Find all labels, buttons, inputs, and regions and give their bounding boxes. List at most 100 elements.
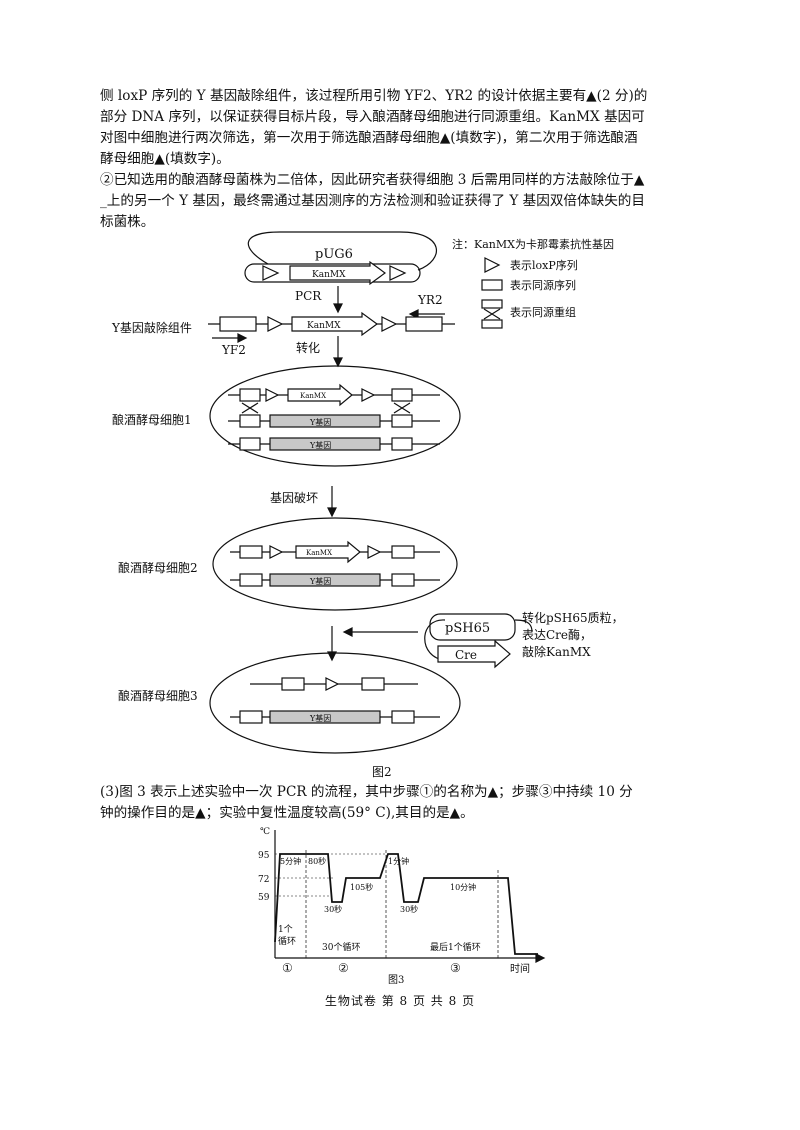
y-gene-box: [269, 710, 381, 724]
arrowhead-icon: [342, 627, 353, 637]
y-tick-95: 95: [258, 851, 270, 861]
homolog-box: [481, 299, 503, 309]
y-tick-59: 59: [258, 893, 270, 903]
y-gene-label: Y基因: [309, 417, 331, 427]
recombination-icon: [483, 308, 501, 320]
label-last-cycle: 最后1个循环: [430, 941, 481, 953]
loxp-icon: [381, 316, 398, 332]
text-line: _上的另一个 Y 基因，最终需通过基因测序的方法检测和验证获得了 Y 基因双倍体…: [100, 193, 645, 209]
plasmid-label: pUG6: [315, 247, 353, 262]
text-line: 酵母细胞▲(填数字)。: [100, 151, 230, 167]
cell-1-label: 酿酒酵母细胞1: [112, 412, 192, 427]
homolog-box: [391, 573, 415, 587]
legend-recomb: 表示同源重组: [510, 305, 576, 319]
label-80s: 80秒: [308, 856, 326, 866]
kanmx-arrow: [287, 383, 353, 407]
cre-arrow: [437, 639, 511, 669]
kanmx-label: KanMX: [307, 321, 341, 331]
step-note-1: 转化pSH65质粒，: [522, 610, 624, 625]
label-five-min: 5分钟: [280, 856, 301, 866]
y-tick-72: 72: [258, 875, 269, 885]
label-one-cycle-2: 循环: [278, 935, 296, 947]
arrowhead-icon: [333, 303, 343, 314]
y-gene-label: Y基因: [309, 576, 331, 586]
label-ten-min: 10分钟: [450, 882, 476, 892]
figure-3: ℃ 95 72 59 5分钟 80秒 30秒 105秒 1分钟 30秒 10分钟…: [258, 827, 546, 985]
cre-label: Cre: [455, 648, 477, 662]
homolog-box: [481, 279, 503, 291]
cell-1-ellipse: [209, 365, 461, 467]
plasmid-psh65-top: [429, 613, 516, 641]
homolog-box: [405, 316, 443, 332]
arrowhead-icon: [535, 953, 546, 963]
label-one-cycle-1: 1个: [278, 924, 293, 935]
cell-2-label: 酿酒酵母细胞2: [118, 560, 198, 575]
homolog-box: [391, 710, 415, 724]
arrowhead-icon: [327, 507, 337, 518]
figure-2-caption: 图2: [372, 765, 392, 779]
cell-2-ellipse: [212, 517, 458, 611]
text-line: 钟的操作目的是▲；实验中复性温度较高(59° C),其目的是▲。: [100, 805, 474, 821]
loxp-icon: [325, 677, 340, 691]
loxp-icon: [367, 545, 382, 559]
disrupt-label: 基因破坏: [270, 490, 318, 505]
plasmid-pug6-bar: [244, 263, 421, 283]
arrowhead-icon: [237, 333, 248, 343]
loxp-icon: [265, 388, 280, 402]
figure-3-caption: 图3: [388, 974, 404, 985]
paragraph-1: 侧 loxP 序列的 Y 基因敲除组件，该过程所用引物 YF2、YR2 的设计依…: [100, 86, 700, 170]
pcr-temperature-line: [274, 853, 538, 955]
y-gene-box: [269, 437, 381, 451]
y-unit: ℃: [260, 827, 270, 837]
text-line: 部分 DNA 序列，以保证获得目标片段，导入酿酒酵母细胞进行同源重组。KanMX…: [100, 109, 645, 125]
homolog-box: [239, 545, 263, 559]
y-gene-label: Y基因: [309, 713, 331, 723]
paragraph-2: ②已知选用的酿酒酵母菌株为二倍体，因此研究者获得细胞 3 后需用同样的方法敲除位…: [100, 170, 700, 233]
kanmx-label: KanMX: [300, 392, 326, 400]
y-gene-box: [269, 573, 381, 587]
text-line: ②已知选用的酿酒酵母菌株为二倍体，因此研究者获得细胞 3 后需用同样的方法敲除位…: [100, 172, 645, 188]
plasmid-psh65-label: pSH65: [445, 621, 490, 636]
legend-title: 注：KanMX为卡那霉素抗性基因: [452, 237, 614, 251]
x-axis-label: 时间: [510, 962, 530, 975]
figure-2: pUG6 KanMX PCR YR2 Y基因敲除组件 KanMX YF2 转化 …: [111, 231, 624, 779]
kanmx-arrow: [289, 260, 387, 286]
label-thirty-cycles: 30个循环: [322, 941, 360, 953]
loxp-icon: [267, 316, 284, 332]
label-30s-b: 30秒: [400, 904, 418, 914]
arrowhead-icon: [333, 357, 343, 368]
loxp-icon: [262, 265, 280, 281]
label-30s-a: 30秒: [324, 904, 342, 914]
loxp-icon: [269, 545, 284, 559]
component-label: Y基因敲除组件: [111, 320, 192, 335]
step-3: ③: [450, 961, 461, 975]
recombination-icon: [241, 402, 259, 414]
homolog-box: [391, 545, 415, 559]
kanmx-arrow: [295, 540, 361, 564]
cell-3-ellipse: [209, 652, 461, 754]
legend-loxp: 表示loxP序列: [510, 258, 578, 272]
transform-label: 转化: [296, 340, 320, 355]
text-line: 标菌株。: [100, 214, 155, 230]
step-note-3: 敲除KanMX: [522, 644, 591, 659]
kanmx-label: KanMX: [306, 549, 332, 557]
homolog-box: [239, 414, 261, 428]
pcr-label: PCR: [295, 289, 322, 303]
y-gene-box: [269, 414, 381, 428]
step-2: ②: [338, 961, 349, 975]
y-gene-label: Y基因: [309, 440, 331, 450]
arrowhead-icon: [408, 309, 419, 319]
question-3: (3)图 3 表示上述实验中一次 PCR 的流程，其中步骤①的名称为▲；步骤③中…: [100, 782, 700, 824]
text-line: (3)图 3 表示上述实验中一次 PCR 的流程，其中步骤①的名称为▲；步骤③中…: [100, 784, 633, 800]
label-105s: 105秒: [350, 882, 373, 892]
homolog-box: [239, 437, 261, 451]
kanmx-arrow: [291, 311, 379, 337]
loxp-icon: [361, 388, 376, 402]
legend-homolog: 表示同源序列: [510, 278, 576, 292]
homolog-box: [239, 710, 263, 724]
text-line: 对图中细胞进行两次筛选，第一次用于筛选酿酒酵母细胞▲(填数字)，第二次用于筛选酿…: [100, 130, 638, 146]
homolog-box: [391, 388, 413, 402]
kanmx-label: KanMX: [312, 270, 346, 280]
step-1: ①: [282, 961, 293, 975]
step-note-2: 表达Cre酶，: [522, 627, 592, 642]
